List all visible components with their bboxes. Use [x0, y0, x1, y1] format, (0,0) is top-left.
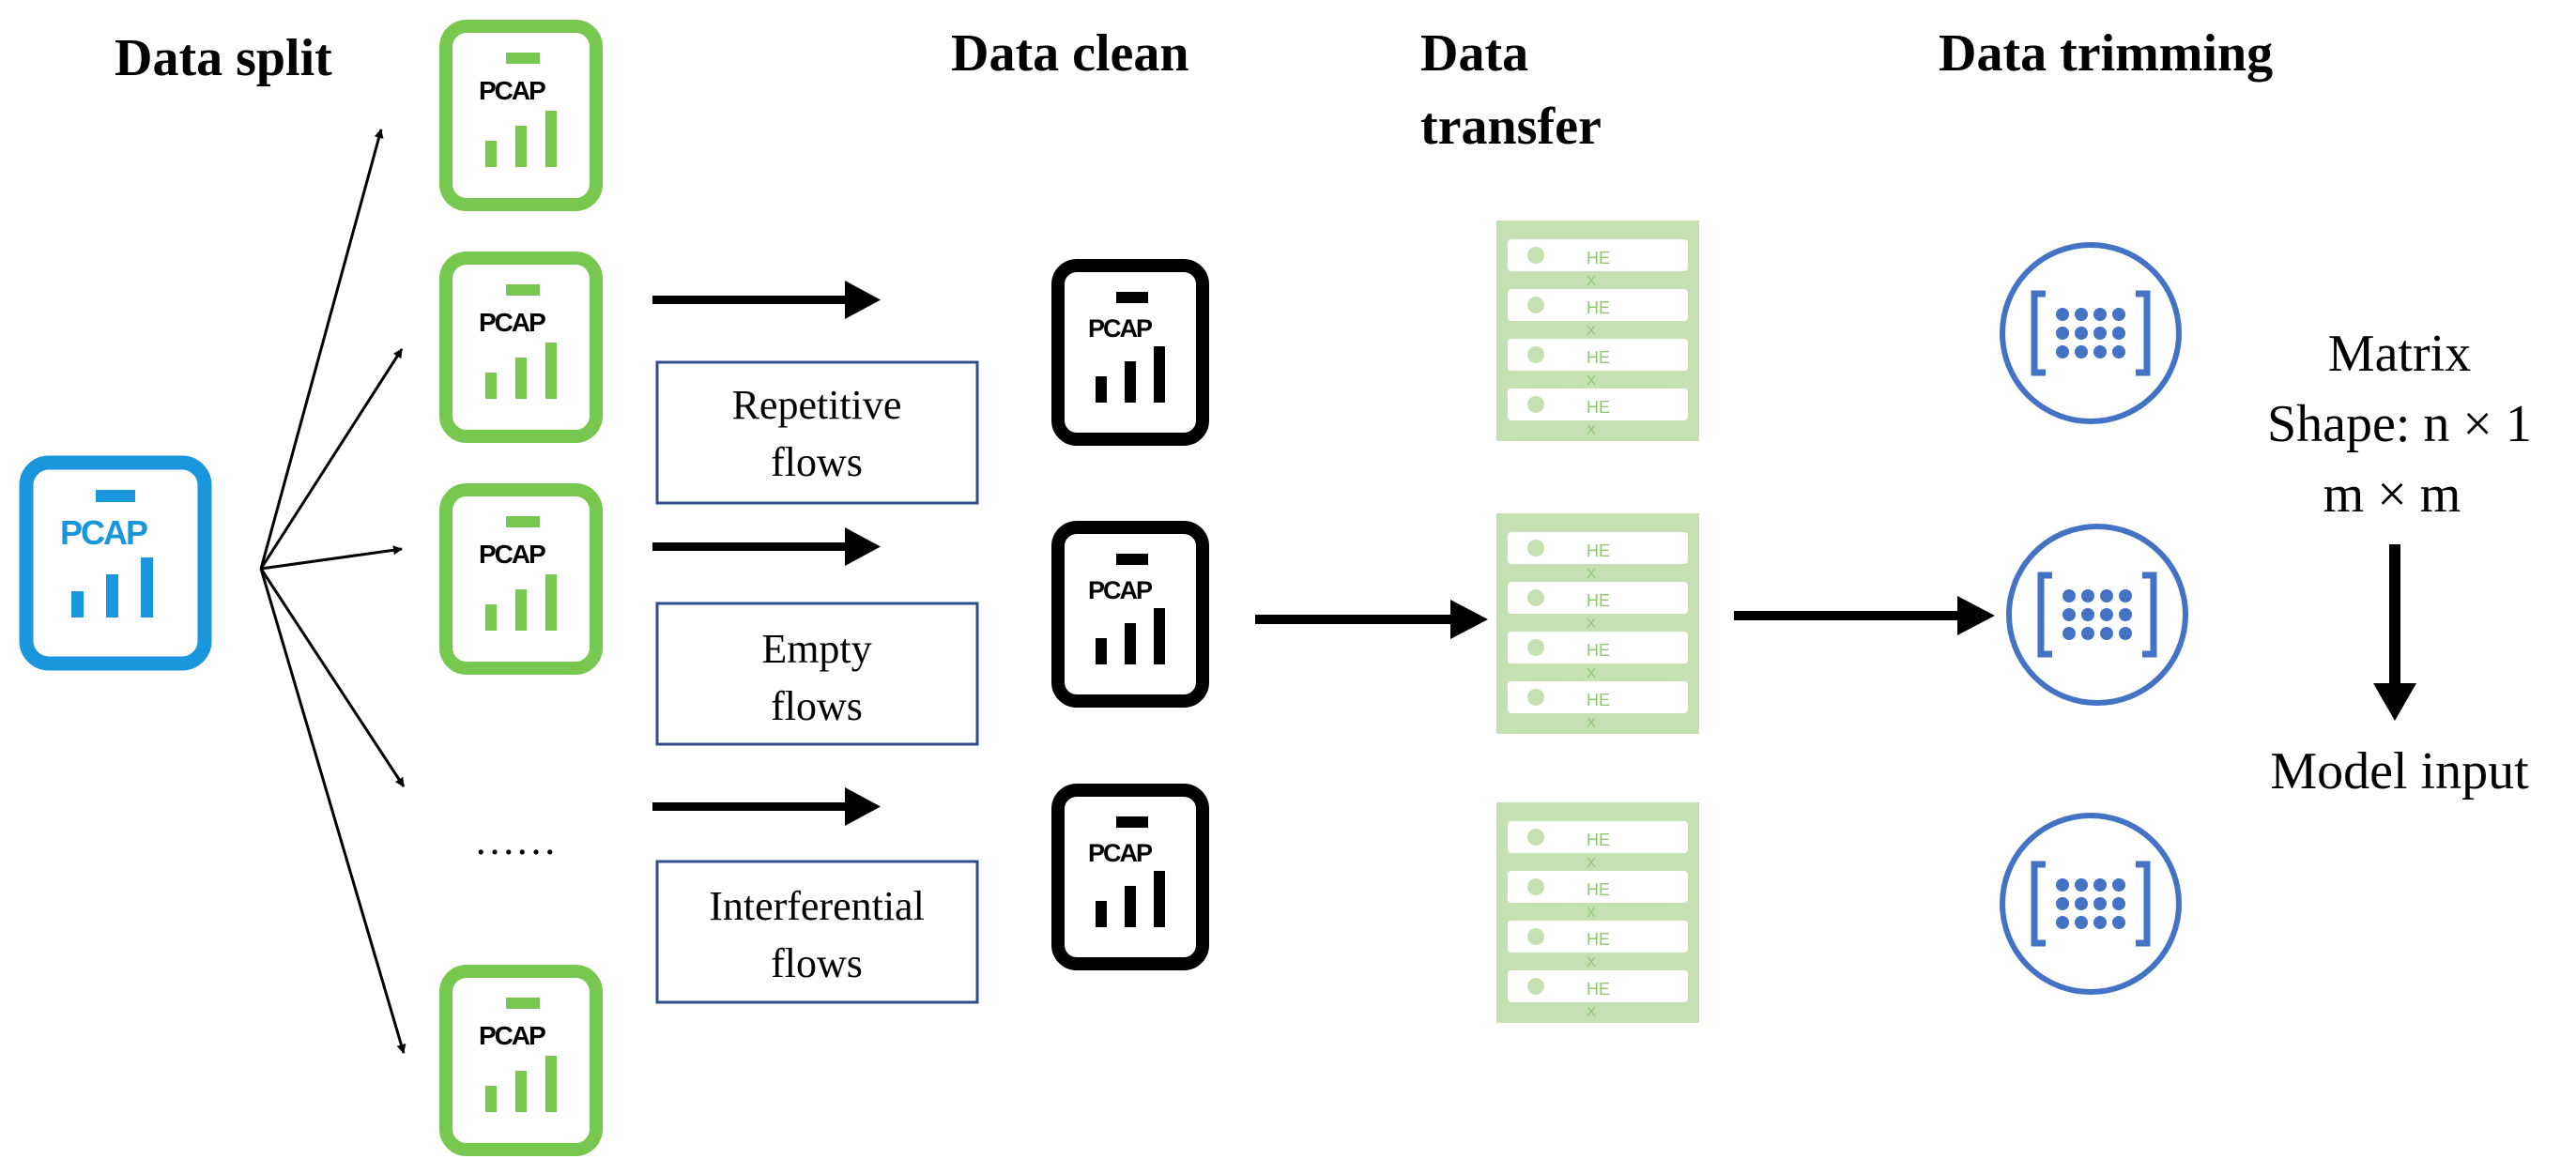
server-row-label: HE	[1587, 980, 1610, 999]
matrix-icon	[2000, 242, 2182, 424]
server-row-label: HE	[1587, 831, 1610, 849]
split-pcap-icon: PCAP	[439, 483, 603, 675]
server-gap-label: X	[1587, 715, 1596, 731]
server-row-label: HE	[1587, 880, 1610, 899]
server-row-label: HE	[1587, 930, 1610, 949]
matrix-shape-dims: m × m	[2323, 465, 2461, 524]
clean-pcap-label: PCAP	[1088, 314, 1153, 343]
heading-data-clean: Data clean	[951, 24, 1189, 83]
server-gap-label: X	[1587, 954, 1596, 970]
filter-box-interferential: Interferential flows	[655, 860, 979, 1004]
split-pcap-label: PCAP	[479, 1021, 545, 1050]
filter-label-line1: Interferential	[709, 883, 925, 929]
source-pcap-label: PCAP	[60, 513, 147, 552]
clean-pcap-label: PCAP	[1088, 839, 1153, 867]
server-stack-icon: HE X HE X HE X HE X	[1496, 802, 1699, 1023]
heading-data-transfer-line2: transfer	[1420, 98, 1602, 156]
filter-arrows	[652, 281, 881, 826]
filter-box-empty: Empty flows	[655, 602, 979, 746]
server-row-label: HE	[1587, 691, 1610, 709]
split-pcap-icon: PCAP	[439, 20, 603, 211]
filter-label-line1: Empty	[761, 626, 871, 672]
server-gap-label: X	[1587, 422, 1596, 438]
server-gap-label: X	[1587, 323, 1596, 339]
server-row-label: HE	[1587, 641, 1610, 660]
server-stack-icon: HE X HE X HE X HE X	[1496, 513, 1699, 734]
source-pcap-icon: PCAP	[19, 455, 212, 671]
split-arrows	[259, 129, 406, 1054]
model-input-arrow	[2373, 544, 2416, 721]
server-row-label: HE	[1587, 541, 1610, 560]
matrix-icon	[2000, 813, 2182, 995]
split-arrow-2	[259, 348, 404, 570]
split-pcap-label: PCAP	[479, 308, 545, 337]
server-row-label: HE	[1587, 298, 1610, 317]
server-row-label: HE	[1587, 591, 1610, 610]
server-gap-label: X	[1587, 273, 1596, 289]
heading-data-split: Data split	[115, 29, 332, 87]
server-row-label: HE	[1587, 398, 1610, 417]
server-gap-label: X	[1587, 665, 1596, 681]
split-arrow-5	[259, 568, 406, 1054]
matrix-icon	[2006, 524, 2188, 706]
heading-data-trimming: Data trimming	[1939, 24, 2273, 83]
clean-pcap-icon: PCAP	[1051, 259, 1209, 446]
split-arrow-4	[259, 568, 406, 787]
server-gap-label: X	[1587, 616, 1596, 632]
server-row-label: HE	[1587, 249, 1610, 267]
matrix-shape-label: Shape: n × 1	[2267, 395, 2532, 453]
heading-data-transfer-line1: Data	[1420, 24, 1528, 83]
filter-box-repetitive: Repetitive flows	[655, 360, 979, 505]
split-pcap-label: PCAP	[479, 76, 545, 105]
server-gap-label: X	[1587, 566, 1596, 582]
split-pcap-label: PCAP	[479, 540, 545, 569]
split-pcap-icon: PCAP	[439, 965, 603, 1156]
server-gap-label: X	[1587, 905, 1596, 921]
split-pcap-icon: PCAP	[439, 252, 603, 443]
server-gap-label: X	[1587, 373, 1596, 389]
clean-pcap-icon: PCAP	[1051, 521, 1209, 708]
clean-to-transfer-arrow	[1255, 600, 1488, 639]
split-ellipsis: ……	[474, 817, 557, 863]
server-gap-label: X	[1587, 1004, 1596, 1020]
server-stack-icon: HE X HE X HE X HE X	[1496, 221, 1699, 441]
filter-label-line2: flows	[771, 940, 863, 986]
clean-pcap-icon: PCAP	[1051, 784, 1209, 970]
filter-label-line2: flows	[771, 439, 863, 485]
filter-label-line1: Repetitive	[732, 382, 902, 428]
transfer-to-trimming-arrow	[1734, 596, 1995, 635]
model-input-label: Model input	[2270, 742, 2529, 800]
split-arrow-3	[260, 545, 403, 571]
server-row-label: HE	[1587, 348, 1610, 367]
split-arrow-1	[259, 129, 384, 570]
filter-label-line2: flows	[771, 683, 863, 729]
clean-pcap-label: PCAP	[1088, 576, 1153, 604]
matrix-label: Matrix	[2328, 325, 2471, 383]
server-gap-label: X	[1587, 855, 1596, 871]
